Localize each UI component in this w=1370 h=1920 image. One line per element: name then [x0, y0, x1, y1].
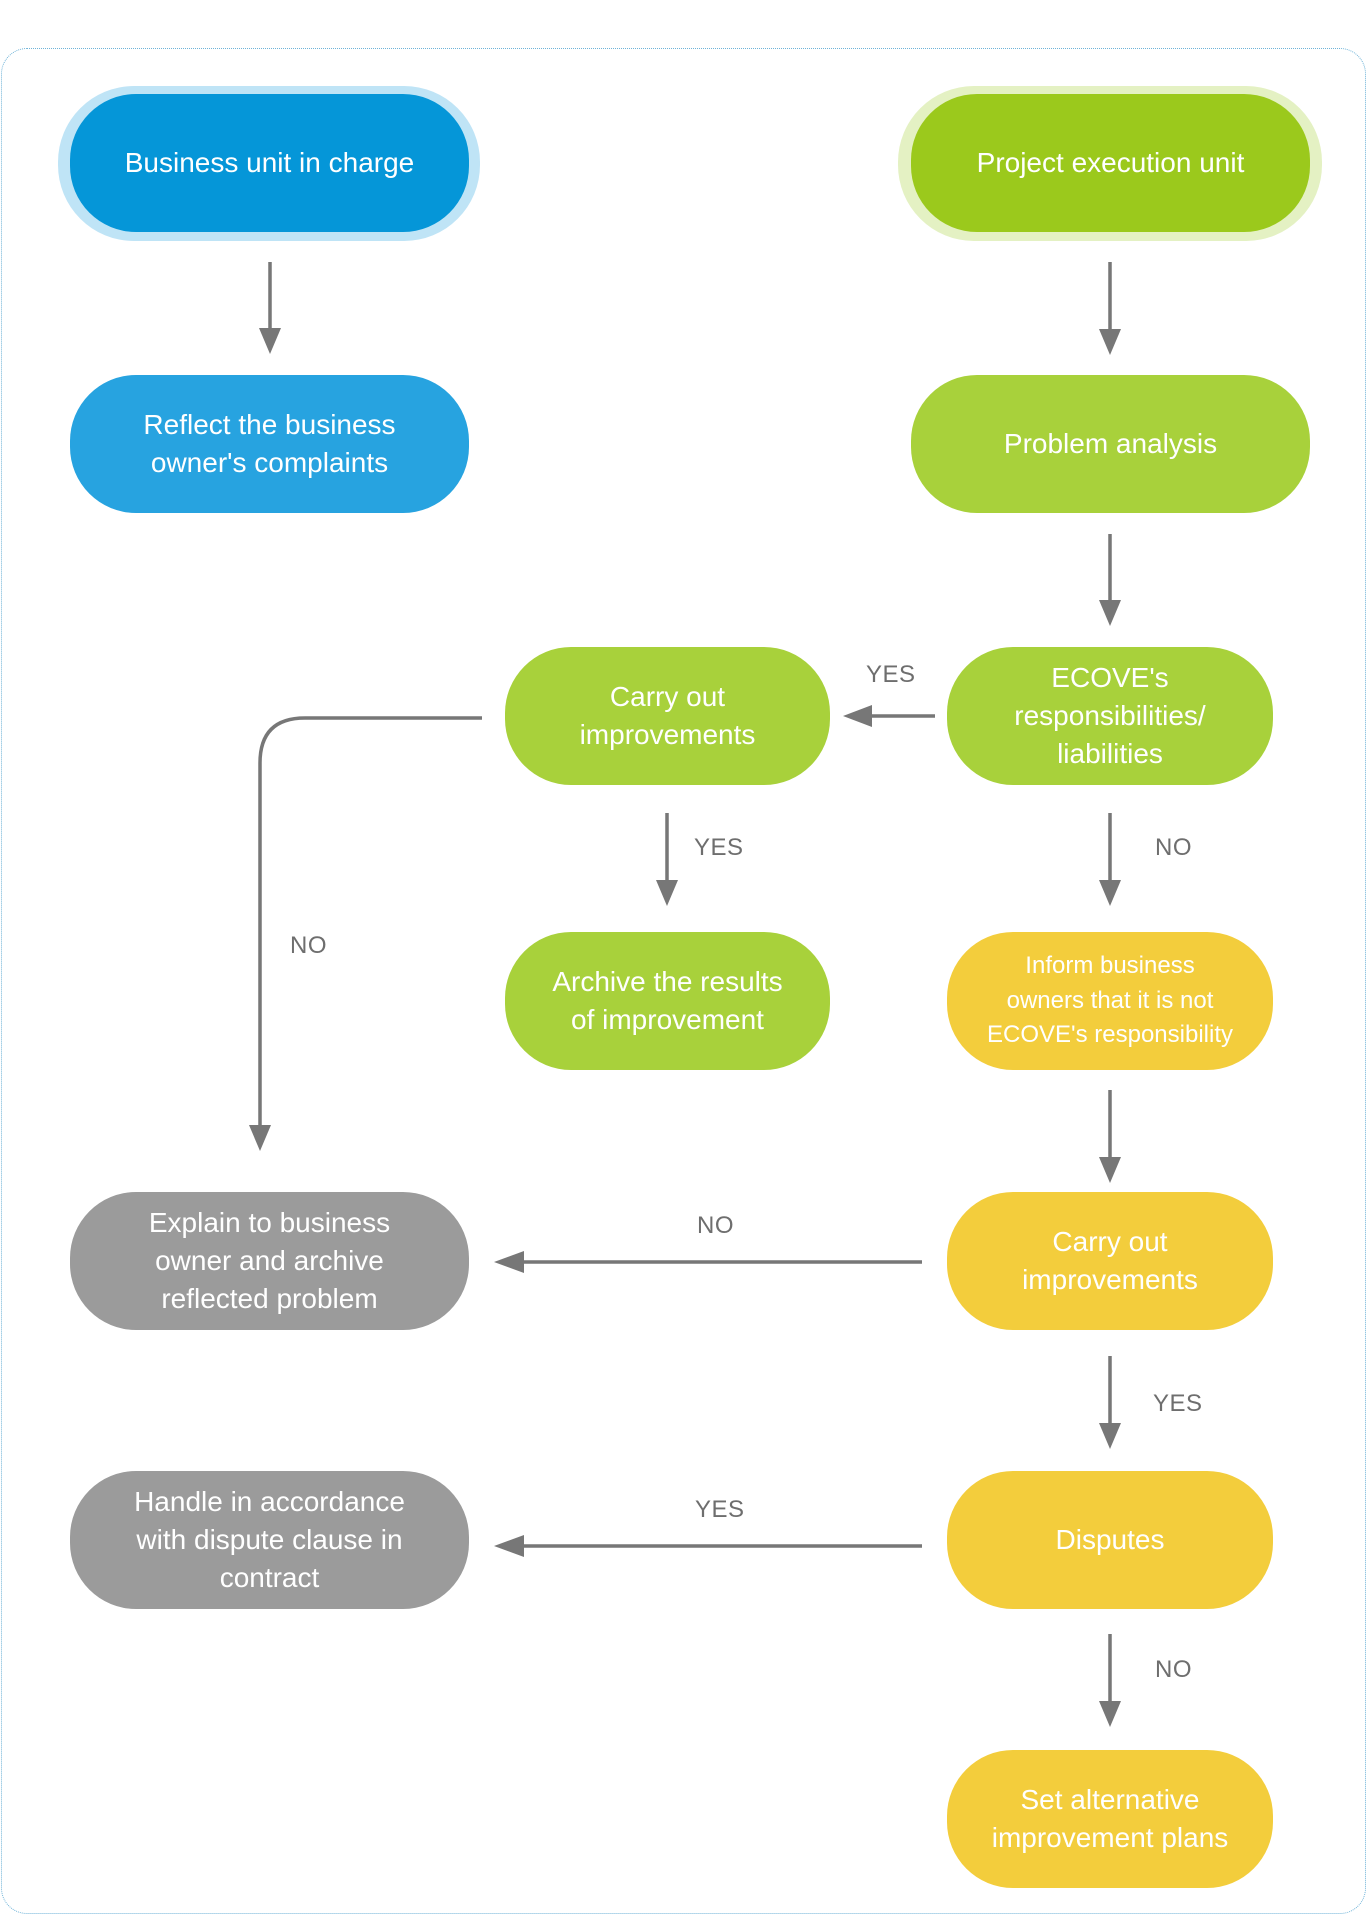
edge-label-carry-to-disputes: YES [1153, 1390, 1203, 1417]
arrowhead [1099, 600, 1121, 626]
arrowhead [843, 705, 872, 727]
arrowhead [494, 1535, 524, 1557]
arrowhead [1099, 880, 1121, 906]
node-ecove-line-3: liabilities [1057, 738, 1163, 770]
node-business-unit-label: Business unit in charge [124, 146, 415, 178]
arrowhead [249, 1125, 271, 1151]
node-problem-analysis: Problem analysis [911, 375, 1310, 513]
edge-label-ecove-to-carry: YES [866, 661, 916, 688]
edge-label-carry-to-explain: NO [290, 932, 327, 959]
node-carry-yellow-line-1: Carry out [1052, 1225, 1168, 1257]
node-inform-line-3: ECOVE's responsibility [987, 1021, 1233, 1049]
node-reflect-line-1: Reflect the business [143, 408, 396, 440]
node-business-unit: Business unit in charge [70, 94, 469, 232]
node-archive-line-2: of improvement [571, 1004, 764, 1035]
node-archive-line-1: Archive the results [552, 965, 783, 997]
node-explain-line-3: reflected problem [161, 1283, 378, 1315]
node-explain-archive: Explain to business owner and archive re… [70, 1192, 469, 1330]
node-explain-line-2: owner and archive [155, 1244, 384, 1276]
node-ecove-responsibility: ECOVE's responsibilities/ liabilities [947, 647, 1273, 785]
diagram-frame [1, 48, 1366, 1914]
node-inform-line-1: Inform business [1025, 951, 1195, 979]
node-handle-line-2: with dispute clause in [136, 1523, 403, 1555]
node-plans-line-1: Set alternative [1020, 1783, 1200, 1815]
node-ecove-line-1: ECOVE's [1051, 661, 1169, 693]
node-carry-green-line-2: improvements [579, 719, 756, 750]
node-reflect-complaints: Reflect the business owner's complaints [70, 375, 469, 513]
node-handle-line-1: Handle in accordance [134, 1485, 405, 1517]
arrowhead [1099, 329, 1121, 355]
edge-label-disputes-to-plans: NO [1155, 1656, 1192, 1683]
edge-label-carry-to-archive: YES [694, 834, 744, 861]
node-ecove-line-2: responsibilities/ [1014, 699, 1206, 731]
node-carry-out-yellow: Carry out improvements [947, 1192, 1273, 1330]
node-disputes: Disputes [947, 1471, 1273, 1609]
node-project-unit-label: Project execution unit [976, 146, 1245, 178]
node-explain-line-1: Explain to business [148, 1206, 391, 1238]
node-carry-green-line-1: Carry out [609, 680, 726, 712]
node-reflect-line-2: owner's complaints [150, 447, 389, 478]
edge-label-yellow-carry-to-explain: NO [697, 1212, 734, 1239]
arrowhead [1099, 1157, 1121, 1183]
node-disputes-label: Disputes [1055, 1523, 1165, 1555]
node-inform-line-2: owners that it is not [1006, 986, 1214, 1014]
node-archive-results: Archive the results of improvement [505, 932, 830, 1070]
arrowhead [1099, 1701, 1121, 1727]
arrowhead [656, 880, 678, 906]
node-alternative-plans: Set alternative improvement plans [947, 1750, 1273, 1888]
node-problem-analysis-label: Problem analysis [1003, 427, 1218, 459]
node-handle-dispute: Handle in accordance with dispute clause… [70, 1471, 469, 1609]
arrowhead [494, 1251, 524, 1273]
node-carry-out-green: Carry out improvements [505, 647, 830, 785]
arrowhead [259, 328, 281, 354]
edge-label-ecove-to-inform: NO [1155, 834, 1192, 861]
node-handle-line-3: contract [219, 1562, 320, 1594]
arrowhead [1099, 1423, 1121, 1449]
edge-label-disputes-to-handle: YES [695, 1496, 745, 1523]
node-project-unit: Project execution unit [911, 94, 1310, 232]
node-plans-line-2: improvement plans [991, 1822, 1229, 1853]
node-carry-yellow-line-2: improvements [1022, 1264, 1198, 1295]
arrow-carry-to-explain [258, 716, 482, 1128]
node-inform-owners: Inform business owners that it is not EC… [947, 932, 1273, 1070]
